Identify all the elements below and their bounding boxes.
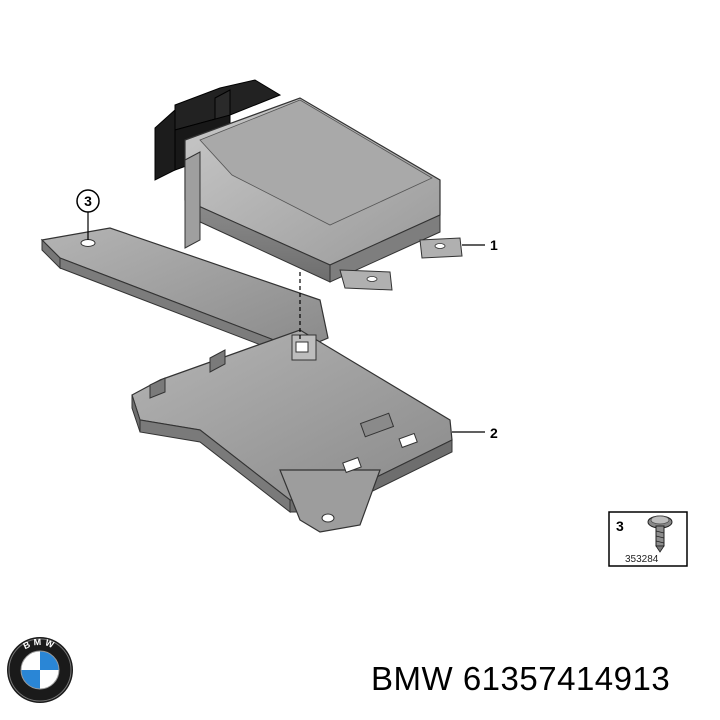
callout-3-circle — [76, 189, 100, 213]
legend-box: 3 353284 — [608, 511, 688, 567]
bracket-part — [40, 227, 453, 533]
caption-brand: BMW — [371, 660, 454, 697]
callout-1: 1 — [490, 237, 498, 253]
logo-letters: BMW — [22, 637, 56, 651]
caption-part-number: 61357414913 — [462, 660, 671, 697]
legend-item-label: 3 — [616, 518, 624, 534]
svg-text:BMW: BMW — [22, 637, 59, 651]
callout-3: 3 — [84, 193, 92, 209]
callout-2: 2 — [490, 425, 498, 441]
control-module-part — [154, 79, 463, 291]
part-caption: BMW 61357414913 — [371, 660, 670, 698]
screw-icon — [647, 515, 673, 553]
bmw-logo-icon: BMW — [7, 637, 73, 703]
legend-code: 353284 — [625, 554, 659, 565]
